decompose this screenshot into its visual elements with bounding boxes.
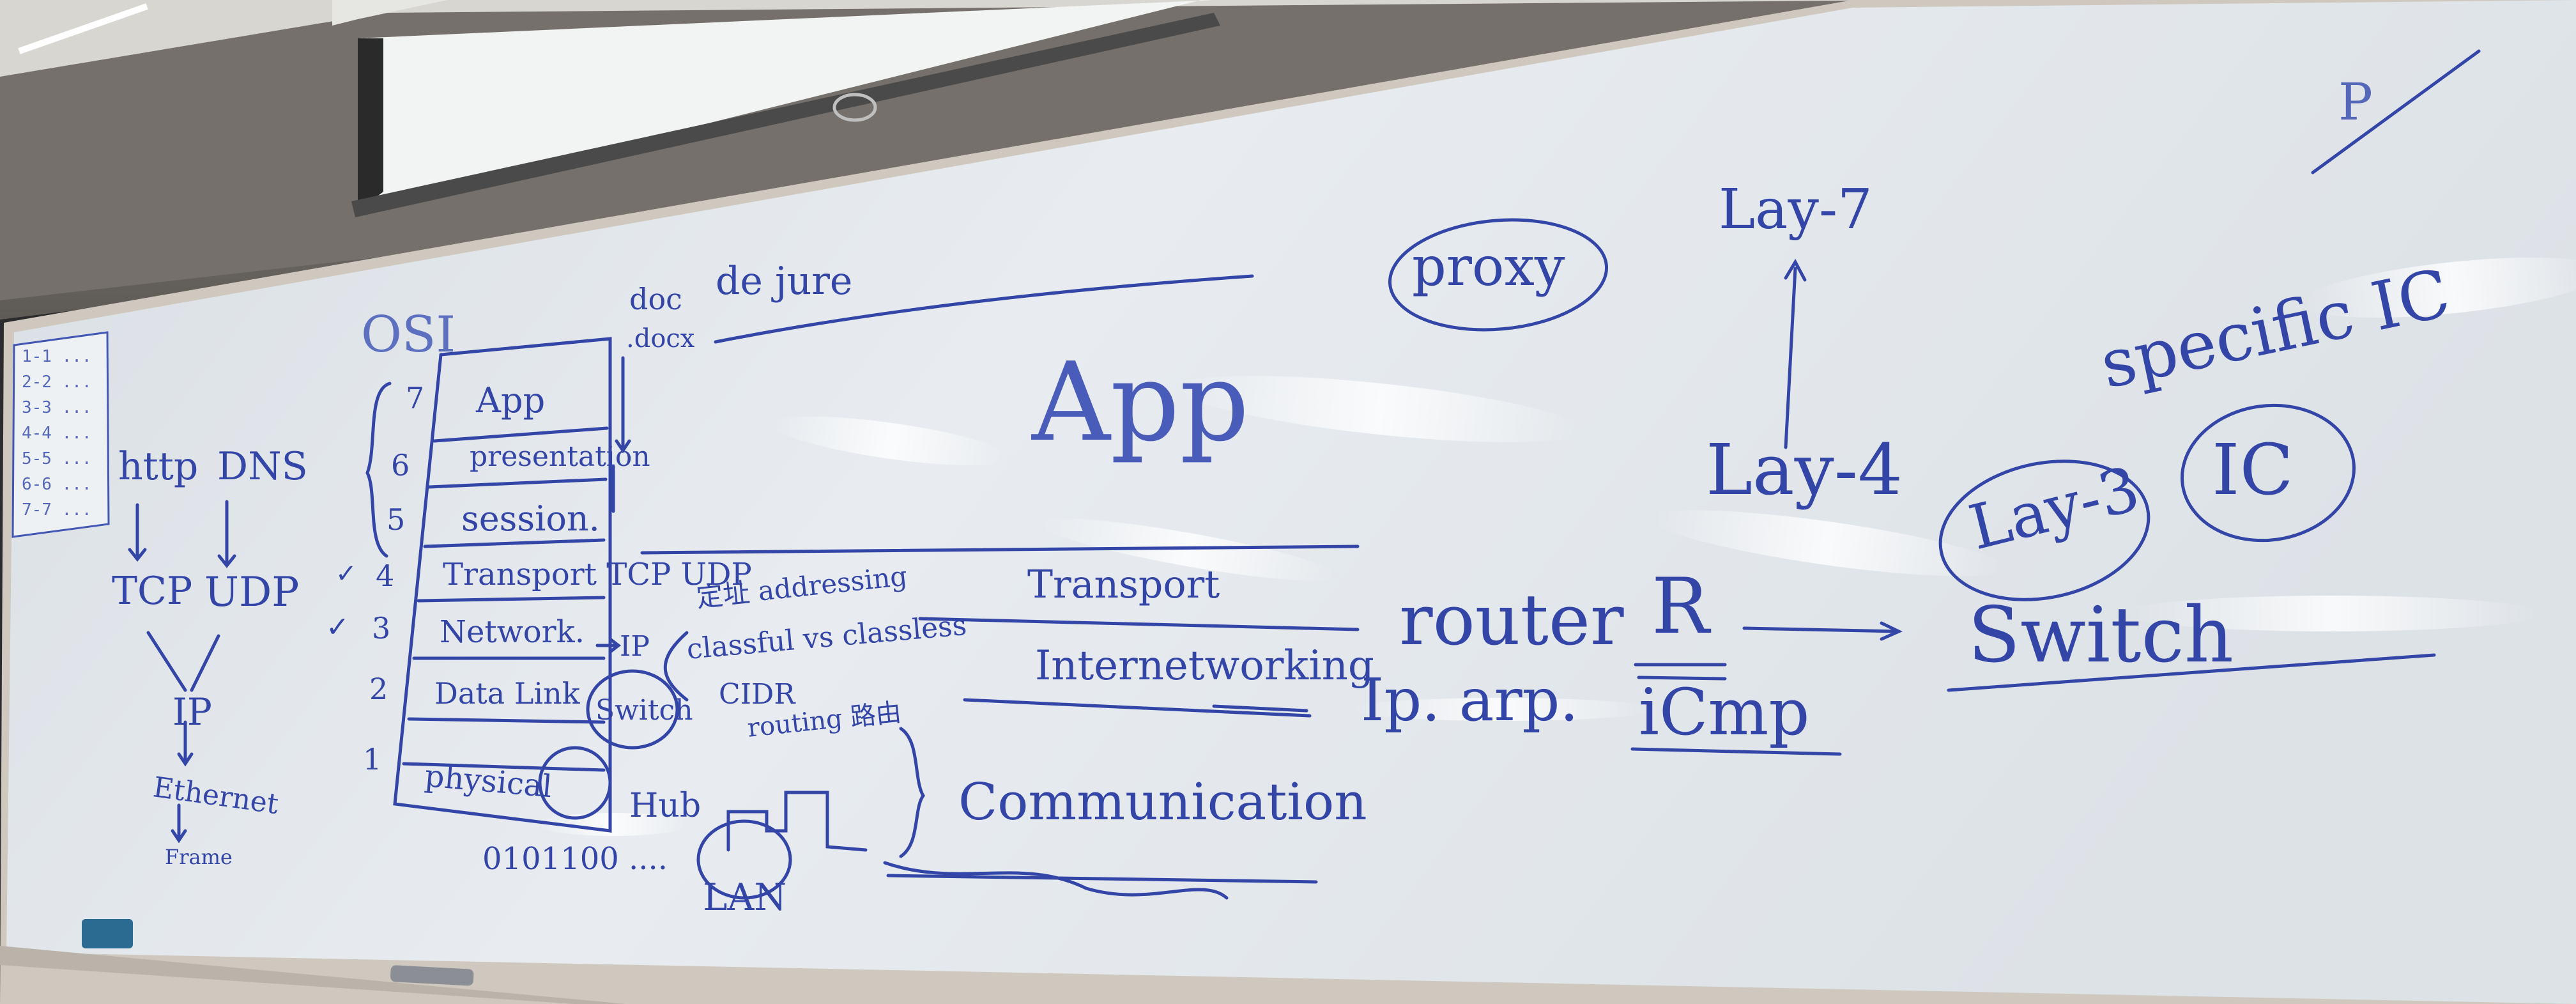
label-communication: Communication [958,772,1367,831]
marker-tray [0,946,626,1004]
label-internetworking: Internetworking [1035,642,1374,690]
osi-title: OSI [361,306,456,364]
label-proxy: proxy [1412,235,1565,298]
corner-note-line: 3-3 ... [22,398,92,417]
marker [390,965,474,986]
label-lay7: Lay-7 [1719,178,1873,242]
corner-note-line: 2-2 ... [22,373,92,392]
eraser [82,919,133,948]
check-mark: ✓ [326,611,349,644]
label-protocols: Ip. arp. [1361,666,1579,734]
layer-number: 1 [363,742,382,776]
glare-streaks [537,257,2576,836]
layer-name: presentation [470,440,650,473]
label-tcp: TCP [112,569,193,614]
layer-name: Network. [440,614,585,650]
label-ip: IP [172,690,212,734]
label-switch-large: Switch [1968,591,2234,680]
layer-number: 2 [369,672,388,706]
screen-pull-handle [832,93,877,122]
layer-number: 5 [387,502,406,537]
label-app-large: App [1032,339,1250,466]
layer-number: 6 [391,448,410,483]
corner-note-line: 1-1 ... [22,347,92,366]
layer-number: 4 [376,559,395,593]
label-udp: UDP [204,569,300,616]
layer-name: Data Link [434,676,580,711]
layer-name: Transport TCP UDP [443,557,752,592]
label-doc: doc [629,282,682,316]
ink-circles [538,218,2356,900]
corner-note-line: 5-5 ... [22,449,92,468]
label-lay4: Lay-4 [1706,429,1903,511]
label-corner-p: P [2338,72,2373,132]
corner-note-card [12,331,110,538]
label-router: router [1399,579,1624,661]
label-ic: IC [2212,429,2294,511]
corner-note-line: 7-7 ... [22,500,92,520]
label-de-jure: de jure [716,259,853,304]
corner-note-line: 6-6 ... [22,475,92,494]
layer-number: 7 [406,381,425,415]
whiteboard [6,0,2576,1004]
label-dns: DNS [217,444,308,489]
label-hub: Hub [629,787,702,825]
layer-name: session. [461,498,600,539]
label-router-symbol: R [1652,562,1710,651]
label-frame: Frame [165,845,233,869]
layer-name: App [476,380,546,421]
projector-screen-bottom [351,13,1220,217]
label-switch-small: Switch [595,694,693,727]
layer-number: 3 [372,611,391,645]
projector-screen [358,0,1214,211]
check-mark: ✓ [335,559,357,589]
label-transport: Transport [1027,562,1220,607]
label-icmp: iCmp [1639,675,1810,750]
corner-note-line: 4-4 ... [22,424,92,443]
label-lan: LAN [703,876,787,919]
label-docx: .docx [626,324,695,353]
network-note: CIDR [719,678,795,711]
ceiling-light [18,3,148,54]
label-ip-arrow: IP [620,630,650,663]
ink-lines [128,49,2481,900]
projector-screen-border [358,38,383,211]
projector-screen-roller [332,0,447,26]
label-bits: 0101100 .... [482,841,668,877]
label-http: http [118,444,199,489]
